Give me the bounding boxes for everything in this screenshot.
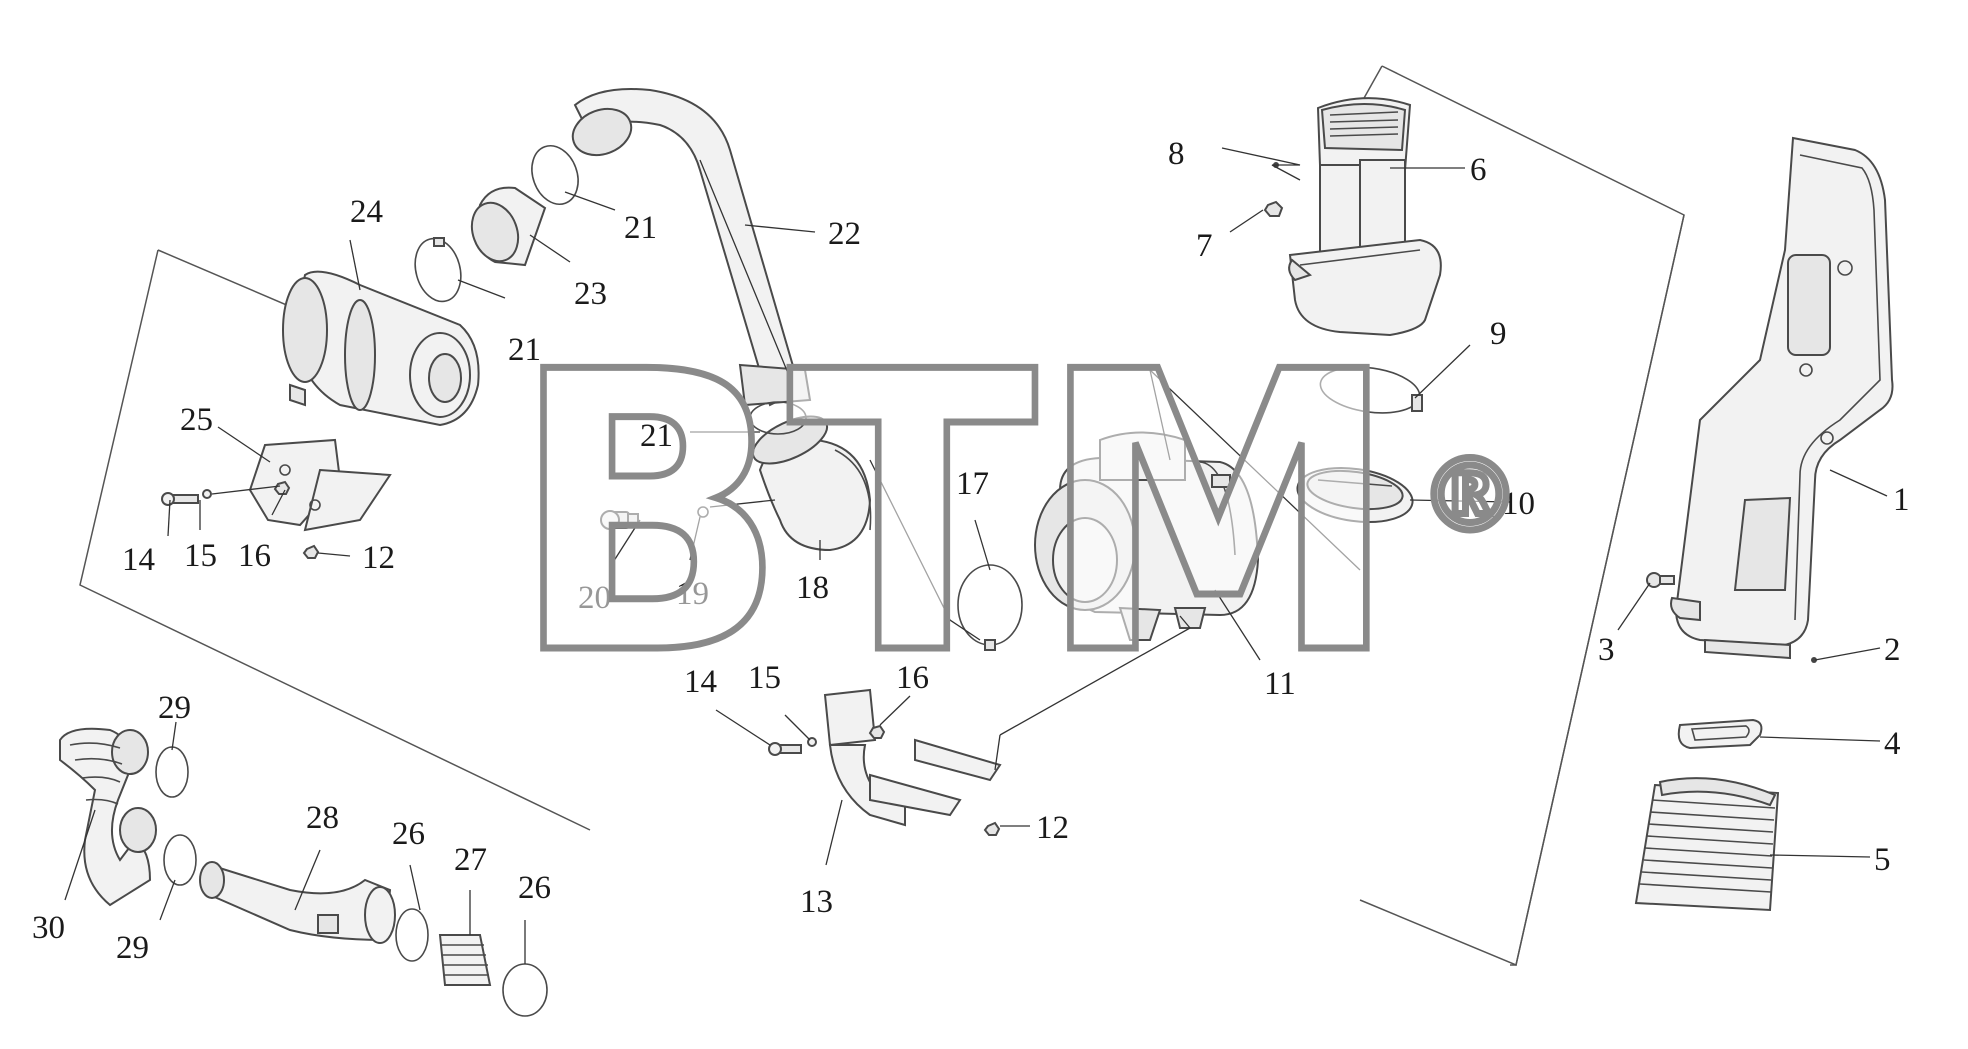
hose-28 bbox=[199, 861, 396, 944]
callout-21-top: 21 bbox=[624, 210, 657, 246]
o-ring-19 bbox=[697, 506, 709, 518]
callout-6: 6 bbox=[1470, 152, 1487, 188]
nut-12-center bbox=[983, 821, 1001, 836]
filter-assembly-24 bbox=[282, 270, 480, 427]
callout-21-mid: 21 bbox=[640, 418, 673, 454]
callout-12-center: 12 bbox=[1036, 810, 1069, 846]
callout-7: 7 bbox=[1196, 228, 1213, 264]
bolt-14-center bbox=[768, 742, 802, 756]
callout-4: 4 bbox=[1884, 726, 1901, 762]
washer-2 bbox=[1811, 657, 1817, 663]
washer-15-left bbox=[202, 489, 212, 499]
bracket-25 bbox=[248, 438, 392, 532]
callout-14-center: 14 bbox=[684, 664, 717, 700]
bolt-3 bbox=[1646, 572, 1675, 588]
sleeve-23 bbox=[470, 186, 547, 267]
clamp-26-right bbox=[395, 908, 429, 962]
callout-30: 30 bbox=[32, 910, 65, 946]
air-filter-housing-11 bbox=[1034, 431, 1260, 641]
callout-18: 18 bbox=[796, 570, 829, 606]
nut-16-left bbox=[273, 480, 291, 495]
callout-29-top: 29 bbox=[158, 690, 191, 726]
clamp-26-end bbox=[502, 963, 548, 1017]
callout-labels: 1 2 3 4 5 6 7 8 9 10 11 12 12 13 14 14 1… bbox=[32, 136, 1910, 966]
callout-10: 10 bbox=[1502, 486, 1535, 522]
gasket-4 bbox=[1677, 718, 1763, 750]
callout-17: 17 bbox=[956, 466, 989, 502]
clamp-17 bbox=[957, 564, 1023, 651]
callout-16-center: 16 bbox=[896, 660, 929, 696]
callout-9: 9 bbox=[1490, 316, 1507, 352]
callout-24: 24 bbox=[350, 194, 383, 230]
clamp-9 bbox=[1319, 366, 1423, 414]
clamp-29-top bbox=[155, 746, 189, 798]
callout-25: 25 bbox=[180, 402, 213, 438]
hose-22 bbox=[571, 88, 812, 407]
nut-12-left bbox=[302, 544, 320, 559]
callout-14-left: 14 bbox=[122, 542, 155, 578]
callout-16-left: 16 bbox=[238, 538, 271, 574]
callout-20: 20 bbox=[578, 580, 611, 616]
callout-23: 23 bbox=[574, 276, 607, 312]
leader-lines bbox=[64, 147, 1888, 964]
clamp-21-mid bbox=[749, 401, 807, 435]
bracket-13 bbox=[823, 688, 1002, 827]
watermark-registered-mark: ® bbox=[1420, 437, 1520, 554]
callout-21-left: 21 bbox=[508, 332, 541, 368]
snorkel-head-6 bbox=[1288, 97, 1442, 337]
callout-29-bottom: 29 bbox=[116, 930, 149, 966]
bellows-hose-5 bbox=[1634, 777, 1780, 912]
callout-13: 13 bbox=[800, 884, 833, 920]
callout-22: 22 bbox=[828, 216, 861, 252]
clamp-29-bottom bbox=[163, 834, 197, 886]
clamp-21-top bbox=[531, 145, 579, 205]
callout-11: 11 bbox=[1264, 666, 1296, 702]
clamp-21-left bbox=[414, 237, 462, 303]
callout-12-left: 12 bbox=[362, 540, 395, 576]
air-intake-duct bbox=[1670, 136, 1894, 660]
callout-5: 5 bbox=[1874, 842, 1891, 878]
bolt-14-left bbox=[161, 492, 199, 506]
nut-7 bbox=[1263, 200, 1284, 217]
elbow-18 bbox=[751, 415, 872, 552]
callout-26-bottom: 26 bbox=[518, 870, 551, 906]
coupler-27 bbox=[438, 934, 492, 986]
callout-28: 28 bbox=[306, 800, 339, 836]
callout-3: 3 bbox=[1598, 632, 1615, 668]
seal-ring-10 bbox=[1296, 467, 1414, 523]
watermark-text: BTM bbox=[510, 291, 1400, 739]
callout-19: 19 bbox=[676, 576, 709, 612]
callout-15-center: 15 bbox=[748, 660, 781, 696]
nut-16-center bbox=[868, 724, 886, 739]
callout-26-top: 26 bbox=[392, 816, 425, 852]
sensor-20 bbox=[600, 510, 639, 530]
hose-30 bbox=[59, 727, 157, 907]
callout-8: 8 bbox=[1168, 136, 1185, 172]
callout-2: 2 bbox=[1884, 632, 1901, 668]
callout-1: 1 bbox=[1893, 482, 1910, 518]
btm-watermark: BTM ® bbox=[507, 288, 1524, 743]
callout-15-left: 15 bbox=[184, 538, 217, 574]
callout-27: 27 bbox=[454, 842, 487, 878]
